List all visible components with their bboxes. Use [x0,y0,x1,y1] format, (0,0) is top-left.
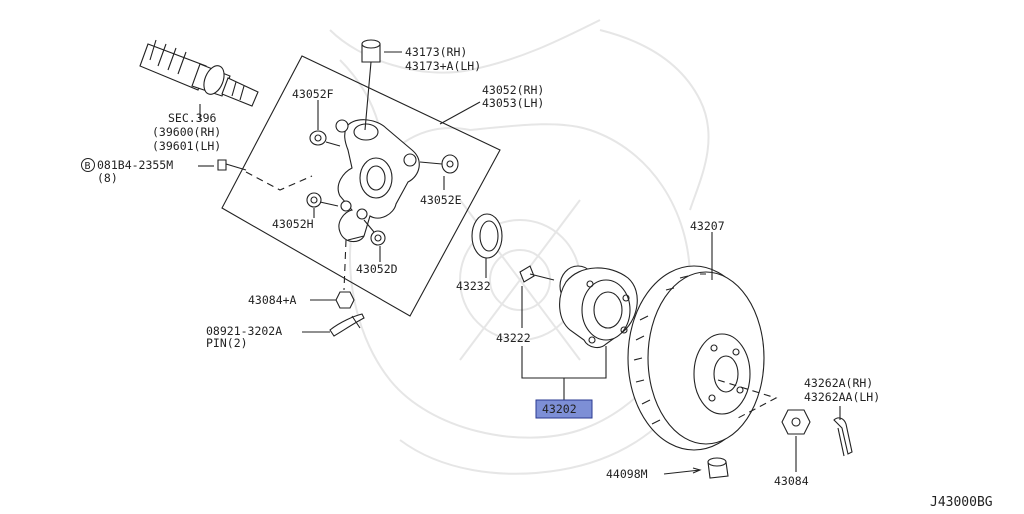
label-43053-lh: 43053(LH) [482,96,544,110]
label-43207: 43207 [690,219,725,233]
hub-assembly-part [519,265,638,349]
label-43262a-rh: 43262A(RH) [804,376,873,390]
label-43084: 43084 [774,474,809,488]
label-43222: 43222 [496,331,531,345]
label-43262aa-lh: 43262AA(LH) [804,390,880,404]
part-labels: 43173(RH) 43173+A(LH) 43052F 43052(RH) 4… [81,45,993,510]
label-43052h: 43052H [272,217,314,231]
label-sec-396: SEC.396 [168,111,217,125]
label-43052e: 43052E [420,193,462,207]
label-43202: 43202 [542,402,577,416]
label-43173-lh: 43173+A(LH) [405,59,481,73]
label-43173-rh: 43173(RH) [405,45,467,59]
label-bolt-b: B [85,161,91,172]
brake-disc-part [627,265,778,451]
label-39601: (39601(LH) [152,139,221,153]
label-43052f: 43052F [292,87,334,101]
label-pin-desc: PIN(2) [206,336,248,350]
cap-part [707,457,729,479]
knuckle-assembly-box [221,55,501,317]
bushings-and-fasteners [217,39,459,337]
diagram-id: J43000BG [930,495,993,510]
drive-shaft-part [139,39,259,107]
bolt-b-circle [81,158,95,172]
leader-lines [198,51,841,475]
label-43052-rh: 43052(RH) [482,83,544,97]
label-39600: (39600(RH) [152,125,221,139]
label-43084a: 43084+A [248,293,297,307]
label-43052d: 43052D [356,262,398,276]
label-44098m: 44098M [606,467,648,481]
label-pin-number: 08921-3202A [206,324,282,338]
label-43232: 43232 [456,279,491,293]
label-bolt-qty: (8) [97,171,118,185]
highlight-43202-box [535,399,593,419]
nut-and-pin-parts [781,409,853,457]
seal-part [471,213,503,259]
label-081b4: 081B4-2355M [97,158,173,172]
